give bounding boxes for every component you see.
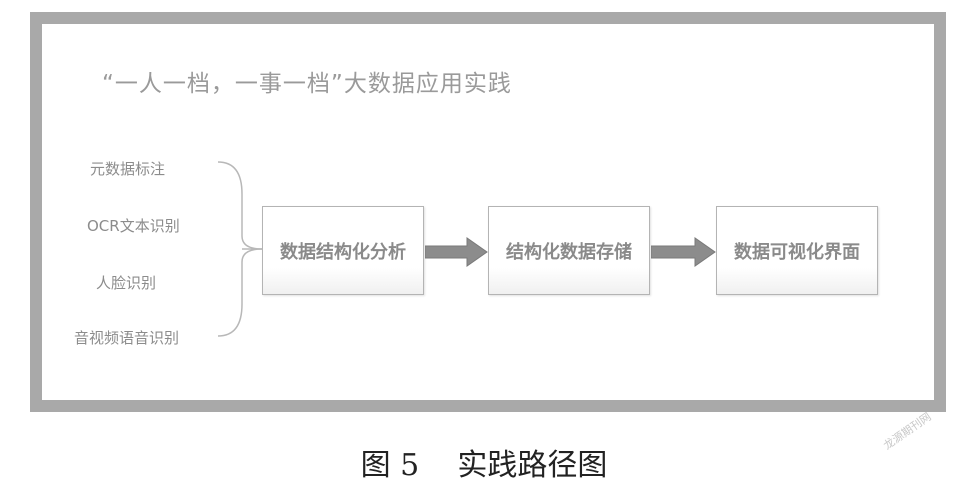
input-label-ocr: OCR文本识别 (87, 217, 180, 235)
arrow-storage-to-visualization (651, 237, 716, 267)
input-label-speech: 音视频语音识别 (74, 329, 180, 347)
step-label-structured-storage: 结构化数据存储 (506, 241, 632, 263)
figure-caption: 图 5 实践路径图 (360, 448, 608, 483)
step-box-visualization: 数据可视化界面 (716, 206, 878, 295)
diagram-frame: “一人一档，一事一档”大数据应用实践 元数据标注 OCR文本识别 人脸识别 音视… (30, 12, 946, 412)
input-label-metadata: 元数据标注 (90, 160, 166, 178)
diagram-title: “一人一档，一事一档”大数据应用实践 (102, 71, 512, 97)
step-box-structured-storage: 结构化数据存储 (488, 206, 650, 295)
arrow-analysis-to-storage (425, 237, 488, 267)
step-label-structured-analysis: 数据结构化分析 (280, 241, 406, 263)
input-label-face: 人脸识别 (96, 274, 157, 292)
step-label-visualization: 数据可视化界面 (734, 241, 860, 263)
step-box-structured-analysis: 数据结构化分析 (262, 206, 424, 295)
